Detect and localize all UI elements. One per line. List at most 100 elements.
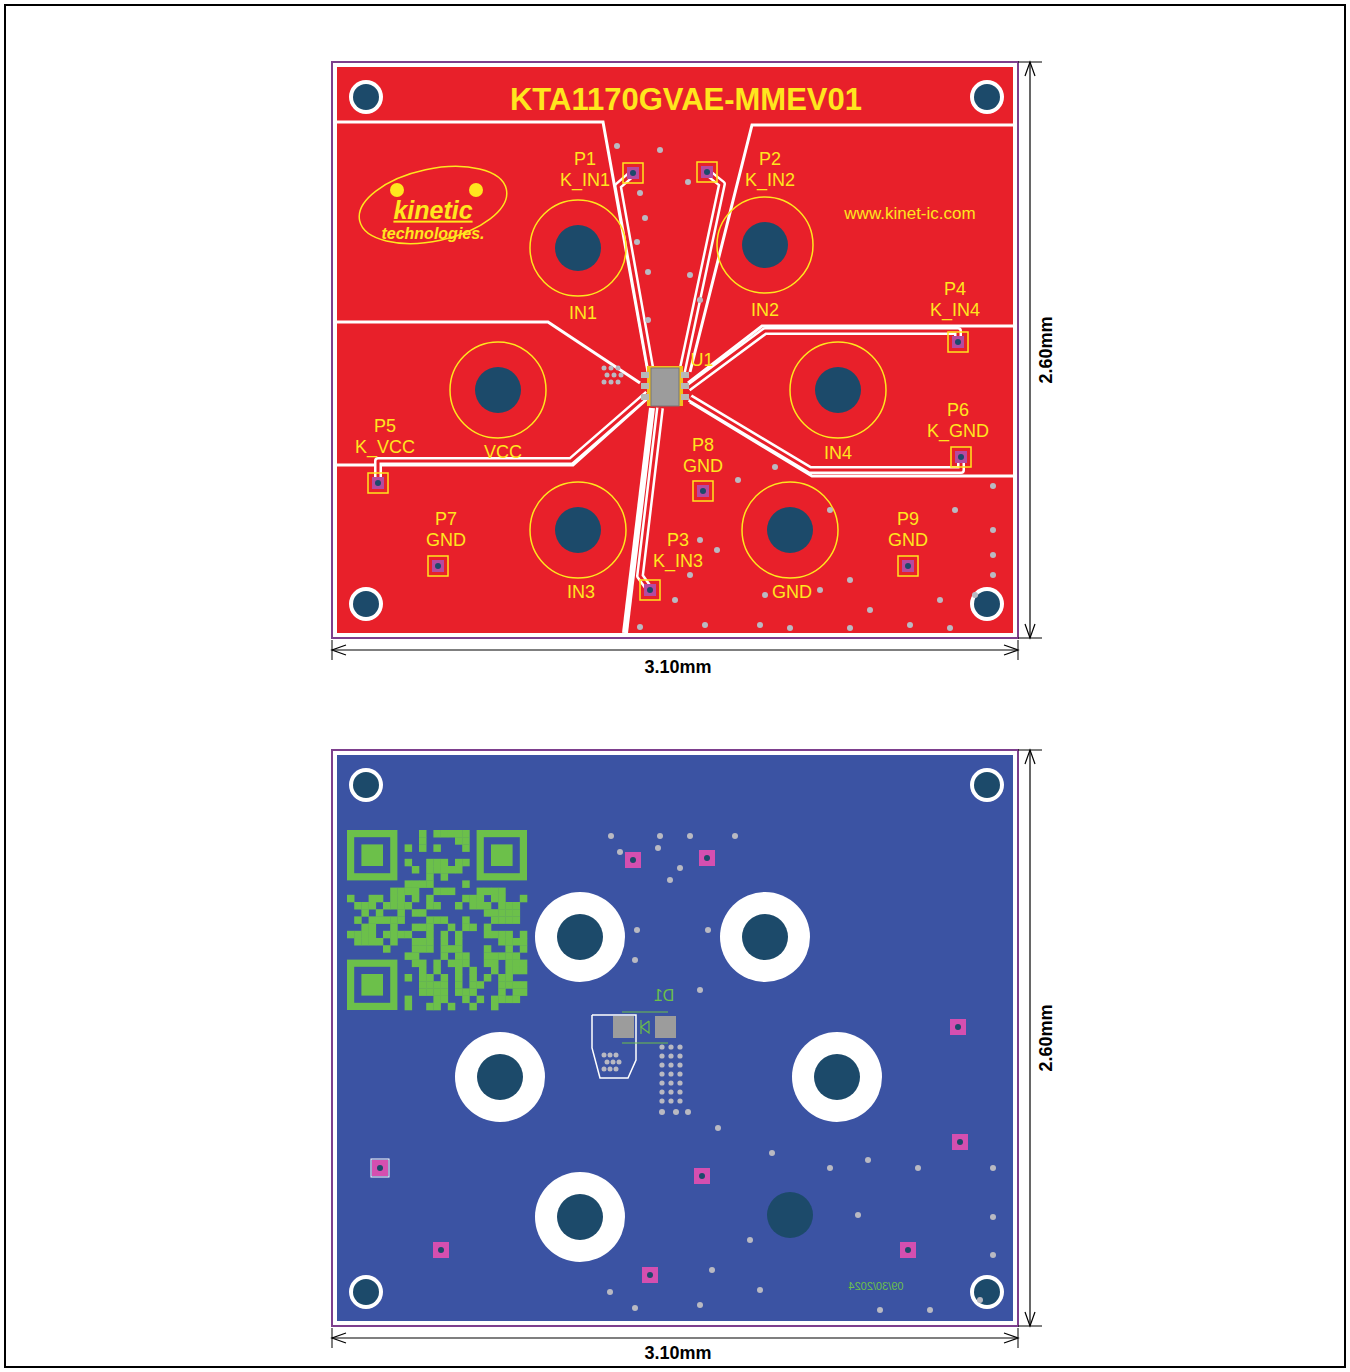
qr-module	[361, 909, 369, 917]
qr-module	[455, 931, 463, 939]
qr-module	[441, 981, 449, 989]
via	[645, 317, 651, 323]
via	[611, 1060, 616, 1065]
via	[697, 1302, 703, 1308]
testpoint-pad	[701, 166, 713, 178]
qr-module	[513, 909, 521, 917]
qr-module	[498, 909, 506, 917]
testpoint-drill	[630, 170, 636, 176]
dimension-arrow	[1004, 645, 1018, 655]
qr-module	[498, 902, 506, 910]
terminal-silkscreen	[530, 200, 626, 296]
via	[757, 622, 763, 628]
testpoint-pad	[952, 1134, 968, 1150]
qr-module	[405, 974, 413, 982]
terminal-hole	[477, 1054, 523, 1100]
qr-module	[412, 945, 420, 953]
node-text: P5	[374, 416, 396, 437]
diode-silkscreen	[622, 1042, 668, 1043]
qr-module	[397, 895, 405, 903]
via	[990, 1252, 996, 1258]
testpoint-drill	[955, 339, 961, 345]
testpoint-silkscreen	[368, 473, 388, 493]
qr-module	[419, 909, 427, 917]
via	[659, 1080, 664, 1085]
qr-module	[433, 888, 441, 896]
qr-module	[520, 988, 528, 996]
mounting-hole	[353, 772, 379, 798]
qr-finder	[477, 830, 527, 880]
via	[659, 1053, 664, 1058]
via	[608, 1053, 613, 1058]
qr-module	[513, 988, 521, 996]
website-url: www.kinet-ic.com	[844, 204, 975, 224]
via	[657, 833, 663, 839]
chip-pad-area	[647, 366, 683, 406]
qr-module	[412, 880, 420, 888]
mounting-hole	[353, 1279, 379, 1305]
testpoint-pad	[627, 167, 639, 179]
qr-module	[419, 924, 427, 932]
testpoint-label: P3K_IN3	[647, 529, 710, 573]
via	[668, 1044, 673, 1049]
terminal-hole	[815, 367, 861, 413]
qr-module	[441, 866, 449, 874]
qr-module	[505, 974, 513, 982]
qr-module	[376, 916, 384, 924]
via	[867, 607, 873, 613]
via	[714, 547, 720, 553]
qr-module	[491, 895, 499, 903]
qr-module	[448, 945, 456, 953]
testpoint-drill	[630, 857, 636, 863]
qr-module	[433, 960, 441, 968]
qr-module	[462, 996, 470, 1004]
date-code: 09/30/2024	[848, 1280, 903, 1293]
node-text: P3	[667, 530, 689, 551]
qr-module	[513, 916, 521, 924]
via	[632, 957, 638, 963]
testpoint-pad	[433, 1242, 449, 1258]
qr-module	[505, 916, 513, 924]
part-designator: U1	[690, 350, 713, 371]
via	[637, 624, 643, 630]
qr-module	[419, 960, 427, 968]
qr-module	[433, 981, 441, 989]
mounting-hole-ring	[970, 80, 1004, 114]
chip-pin	[681, 383, 689, 389]
via	[705, 927, 711, 933]
qr-module	[433, 1003, 441, 1011]
qr-module	[383, 902, 391, 910]
qr-module	[433, 967, 441, 975]
qr-module	[419, 938, 427, 946]
qr-module	[426, 938, 434, 946]
node-text: IN1	[569, 303, 597, 324]
qr-module	[383, 945, 391, 953]
dimension-line	[332, 1337, 1018, 1338]
qr-module	[498, 981, 506, 989]
qr-module	[441, 859, 449, 867]
via	[655, 845, 661, 851]
qr-module	[491, 909, 499, 917]
qr-module	[462, 837, 470, 845]
qr-module	[491, 888, 499, 896]
via	[787, 625, 793, 631]
via	[697, 987, 703, 993]
via	[659, 1089, 664, 1094]
terminal-hole	[742, 222, 788, 268]
via	[659, 1109, 665, 1115]
via	[907, 622, 913, 628]
testpoint-pad	[625, 852, 641, 868]
via	[877, 1307, 883, 1313]
via	[659, 1071, 664, 1076]
logo-dot	[390, 183, 404, 197]
qr-module	[484, 888, 492, 896]
qr-module	[505, 938, 513, 946]
via	[659, 1098, 664, 1103]
testpoint-label: P9GND	[882, 508, 934, 552]
qr-module	[462, 895, 470, 903]
chip-pin	[641, 383, 649, 389]
node-text: GND	[683, 456, 723, 477]
via	[634, 927, 640, 933]
via	[659, 1044, 664, 1049]
qr-module	[505, 996, 513, 1004]
